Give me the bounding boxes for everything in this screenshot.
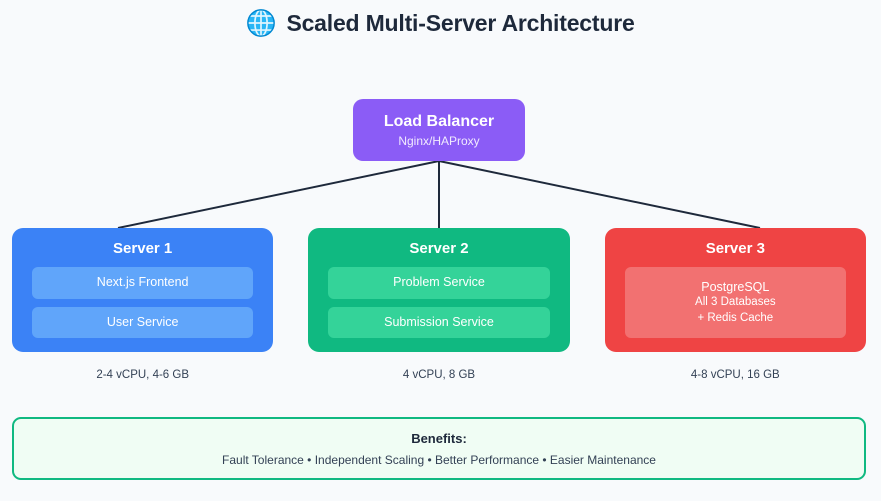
load-balancer-node[interactable]: Load Balancer Nginx/HAProxy xyxy=(353,99,525,161)
page-title: Scaled Multi-Server Architecture xyxy=(0,8,881,38)
service-item[interactable]: Problem Service xyxy=(328,267,550,299)
globe-icon xyxy=(247,9,276,37)
benefits-panel: Benefits: Fault Tolerance • Independent … xyxy=(12,417,866,480)
server-column-3: Server 3 PostgreSQL All 3 Databases + Re… xyxy=(604,228,866,381)
benefits-title: Benefits: xyxy=(411,430,467,446)
server-list: Server 1 Next.js Frontend User Service 2… xyxy=(12,228,866,381)
connector-to-server-1 xyxy=(117,160,440,229)
service-label: Submission Service xyxy=(384,314,494,329)
server-spec-3: 4-8 vCPU, 16 GB xyxy=(690,369,780,381)
page-title-text: Scaled Multi-Server Architecture xyxy=(286,9,635,36)
server-spec-2: 4 vCPU, 8 GB xyxy=(402,369,476,381)
service-label: Next.js Frontend xyxy=(96,275,189,290)
service-list-1: Next.js Frontend User Service xyxy=(32,267,254,338)
service-list-2: Problem Service Submission Service xyxy=(328,267,550,338)
service-item[interactable]: PostgreSQL All 3 Databases + Redis Cache xyxy=(624,267,846,338)
server-node-2[interactable]: Server 2 Problem Service Submission Serv… xyxy=(308,228,570,352)
service-item[interactable]: Submission Service xyxy=(328,306,550,338)
service-item[interactable]: User Service xyxy=(32,306,254,338)
service-label: User Service xyxy=(106,314,179,329)
service-label: PostgreSQL xyxy=(701,279,770,294)
service-label: Problem Service xyxy=(393,275,485,290)
server-title-2: Server 2 xyxy=(409,240,469,257)
service-list-3: PostgreSQL All 3 Databases + Redis Cache xyxy=(624,267,846,338)
server-title-3: Server 3 xyxy=(705,240,765,257)
load-balancer-title: Load Balancer xyxy=(383,112,495,130)
server-spec-1: 2-4 vCPU, 4-6 GB xyxy=(96,369,189,381)
service-sublabel-2: + Redis Cache xyxy=(697,311,774,324)
load-balancer-subtitle: Nginx/HAProxy xyxy=(398,133,480,148)
service-item[interactable]: Next.js Frontend xyxy=(32,267,254,299)
connector-to-server-3 xyxy=(438,160,761,229)
server-title-1: Server 1 xyxy=(113,240,173,257)
service-sublabel-1: All 3 Databases xyxy=(695,296,776,309)
server-column-2: Server 2 Problem Service Submission Serv… xyxy=(308,228,570,381)
server-node-3[interactable]: Server 3 PostgreSQL All 3 Databases + Re… xyxy=(604,228,866,352)
server-column-1: Server 1 Next.js Frontend User Service 2… xyxy=(12,228,274,381)
server-node-1[interactable]: Server 1 Next.js Frontend User Service xyxy=(12,228,274,352)
benefits-list: Fault Tolerance • Independent Scaling • … xyxy=(222,452,656,467)
